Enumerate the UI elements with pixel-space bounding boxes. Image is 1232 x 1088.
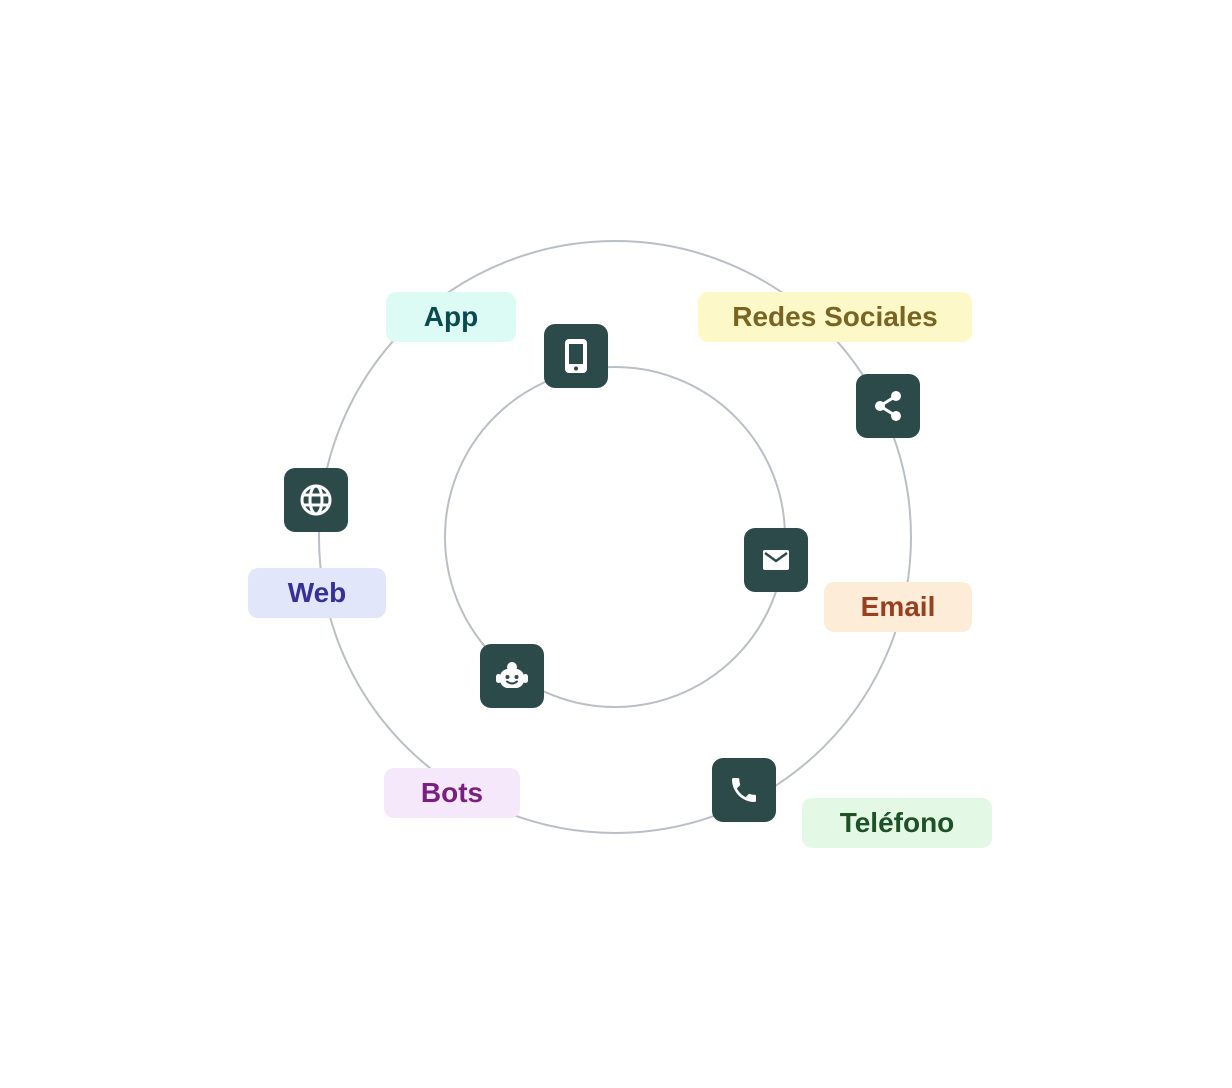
mail-icon (744, 528, 808, 592)
bot-icon (480, 644, 544, 708)
label-app: App (386, 292, 516, 342)
share-icon (856, 374, 920, 438)
label-web: Web (248, 568, 386, 618)
outer-ring (318, 240, 912, 834)
label-email: Email (824, 582, 972, 632)
smartphone-icon (544, 324, 608, 388)
label-redes-sociales: Redes Sociales (698, 292, 972, 342)
label-bots: Bots (384, 768, 520, 818)
globe-icon (284, 468, 348, 532)
phone-icon (712, 758, 776, 822)
label-telefono: Teléfono (802, 798, 992, 848)
